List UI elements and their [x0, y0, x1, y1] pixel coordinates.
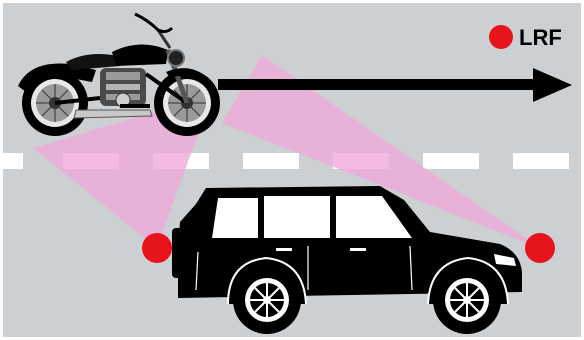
legend-label: LRF: [519, 25, 562, 50]
legend-marker: [489, 25, 513, 49]
legend: LRF: [489, 25, 562, 50]
lrf-sensor-rear: [142, 233, 172, 263]
lrf-sensor-front: [525, 233, 555, 263]
arrow-right-icon: [218, 79, 536, 90]
